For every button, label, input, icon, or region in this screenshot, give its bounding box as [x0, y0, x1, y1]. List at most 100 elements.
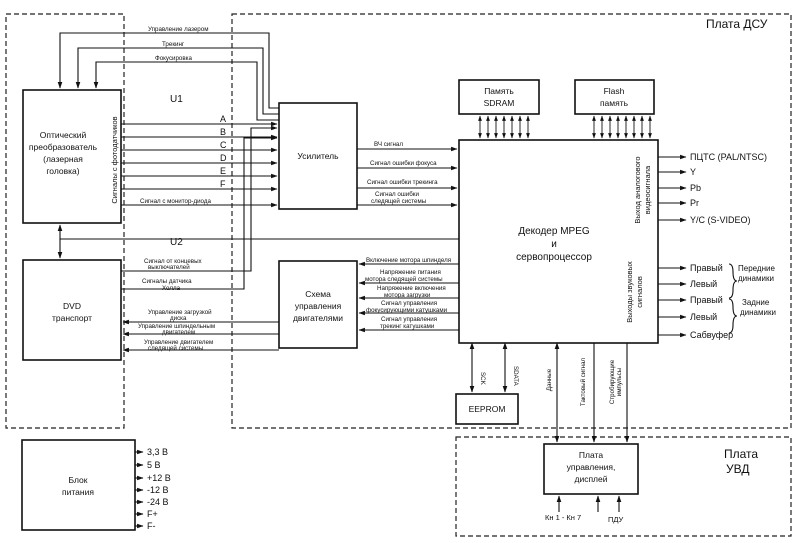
monitor-diode-label: Сигнал с монитор-диода — [140, 198, 211, 205]
sdram-label-1: Память — [484, 86, 514, 96]
tracking-coil-label-1: Сигнал управления — [381, 316, 437, 323]
dsu-board-region — [231, 13, 792, 429]
audio-output-label: Правый — [690, 295, 723, 305]
limit-switch-label-1: Сигнал от концевых — [144, 258, 203, 265]
display-board-label-2: управления, — [567, 462, 616, 472]
motor-control-label-2: управления — [295, 301, 342, 311]
rear-speakers-label-1: Задние — [742, 298, 770, 307]
spindle-label-1: Управление шпиндельным — [138, 323, 215, 330]
video-output-label: ПЦТС (PAL/NTSC) — [690, 152, 767, 162]
decoder-label-1: Декодер MPEG — [518, 226, 590, 237]
sdram-label-2: SDRAM — [484, 98, 515, 108]
decoder-control-bus — [57, 224, 459, 259]
optical-label-1: Оптический — [40, 130, 87, 140]
servo-error-label-1: Сигнал ошибки — [375, 191, 419, 198]
decoder-label-2: и — [551, 239, 557, 250]
flash-block: Flash память — [574, 79, 655, 115]
audio-output-label: Правый — [690, 263, 723, 273]
servo-power-label-1: Напряжение питания — [380, 269, 441, 276]
video-output-label: Pb — [690, 183, 701, 193]
power-output-label: F- — [147, 521, 156, 531]
eeprom-bus-wires: SCK SDATA — [469, 342, 519, 393]
uvd-bus-wires: Данные Тактовый сигнал Стробирующие импу… — [546, 342, 630, 443]
audio-output-label: Сабвуфер — [690, 330, 733, 340]
loading-voltage-label-2: мотора загрузки — [384, 292, 431, 299]
amplifier-block: Усилитель — [278, 102, 358, 210]
memory-bus-wires — [478, 115, 652, 139]
channel-label-b: B — [220, 127, 226, 137]
disc-loading-label-2: диска — [170, 315, 187, 322]
strobe-label-1: Стробирующие — [609, 359, 616, 404]
spindle-label-2: двигателем — [162, 329, 195, 336]
tracking-label: Трекинг — [162, 41, 185, 48]
transport-wires: Сигнал от концевых выключателей Сигналы … — [121, 125, 279, 353]
flash-label-1: Flash — [604, 86, 625, 96]
laser-control-label: Управление лазером — [148, 26, 208, 33]
channel-label-d: D — [220, 153, 227, 163]
clock-label: Тактовый сигнал — [580, 358, 587, 406]
optical-converter-block: Оптический преобразователь (лазерная гол… — [22, 89, 122, 224]
servo-motor-label-1: Управление двигателем — [144, 339, 213, 346]
power-supply-label-1: Блок — [69, 475, 88, 485]
rf-signal-label: ВЧ сигнал — [374, 141, 403, 148]
focus-coil-label-2: фокусирующими катушками — [366, 307, 448, 314]
flash-label-2: память — [600, 98, 629, 108]
hall-sensor-label-2: Холла — [162, 285, 181, 292]
uvd-board-label-1: Плата — [724, 447, 758, 461]
video-group-label-2: видеосигнала — [643, 165, 652, 214]
video-output-label: Pr — [690, 198, 699, 208]
optical-label-3: (лазерная — [43, 154, 83, 164]
strobe-label-2: импульсы — [616, 367, 623, 396]
uvd-board-label-2: УВД — [726, 462, 750, 476]
board-regions — [5, 13, 792, 537]
power-supply-label-2: питания — [62, 487, 94, 497]
servo-power-label-2: мотора следящей системы — [365, 276, 443, 283]
hall-sensor-label-1: Сигналы датчика — [142, 278, 192, 285]
sdram-block: Память SDRAM — [458, 79, 540, 115]
display-board-block: Плата управления, дисплей — [543, 443, 639, 495]
remote-label: ПДУ — [608, 515, 624, 524]
audio-output-label: Левый — [690, 312, 717, 322]
focus-error-label: Сигнал ошибки фокуса — [370, 160, 437, 167]
data-label: Данные — [546, 368, 553, 391]
power-supply-block: Блок питания — [21, 439, 136, 531]
sdata-label: SDATA — [512, 366, 519, 387]
servo-motor-label-2: следящей системы — [148, 345, 204, 352]
video-output-label: Y — [690, 167, 696, 177]
monitor-diode-wire: Сигнал с монитор-диода — [121, 198, 278, 208]
front-speakers-label-1: Передние — [738, 264, 775, 273]
optical-feedback-wires: Управление лазером Трекинг Фокусировка — [57, 26, 279, 121]
speaker-groups: Передние динамики Задние динамики — [728, 263, 776, 334]
mpeg-decoder-block: Декодер MPEG и сервопроцессор Выход анал… — [458, 139, 659, 344]
uvd-inputs: Кн 1 - Кн 7 ПДУ — [545, 495, 624, 524]
decoder-label-3: сервопроцессор — [516, 252, 592, 263]
spindle-on-label: Включение мотора шпинделя — [366, 257, 451, 264]
photodiode-signals-label: Сигналы с фотодатчиков — [110, 116, 119, 203]
channel-label-a: A — [220, 114, 226, 124]
power-output-wires: 3,3 В5 В+12 В-12 В-24 ВF+F- — [135, 447, 171, 531]
focus-coil-label-1: Сигнал управления — [381, 300, 437, 307]
front-speakers-label-2: динамики — [738, 274, 774, 283]
power-output-label: +12 В — [147, 473, 171, 483]
eeprom-block: EEPROM — [455, 393, 519, 425]
channel-label-c: C — [220, 140, 227, 150]
audio-output-label: Левый — [690, 279, 717, 289]
optical-label-4: головка) — [46, 166, 79, 176]
tracking-error-label: Сигнал ошибки трекинга — [367, 179, 438, 186]
u1-label: U1 — [170, 94, 183, 105]
limit-switch-label-2: выключателей — [148, 264, 190, 271]
optical-label-2: преобразователь — [29, 142, 98, 152]
buttons-label: Кн 1 - Кн 7 — [545, 513, 581, 522]
dsu-board-label: Плата ДСУ — [706, 17, 768, 31]
decoder-to-motor-wires: Включение мотора шпинделя Напряжение пит… — [358, 257, 459, 333]
disc-loading-label-1: Управление загрузкой — [148, 309, 212, 316]
power-output-label: 5 В — [147, 460, 161, 470]
motor-control-label-1: Схема — [305, 289, 331, 299]
power-output-label: -24 В — [147, 497, 169, 507]
audio-group-label-2: сигналов — [635, 276, 644, 308]
u2-label: U2 — [170, 237, 183, 248]
